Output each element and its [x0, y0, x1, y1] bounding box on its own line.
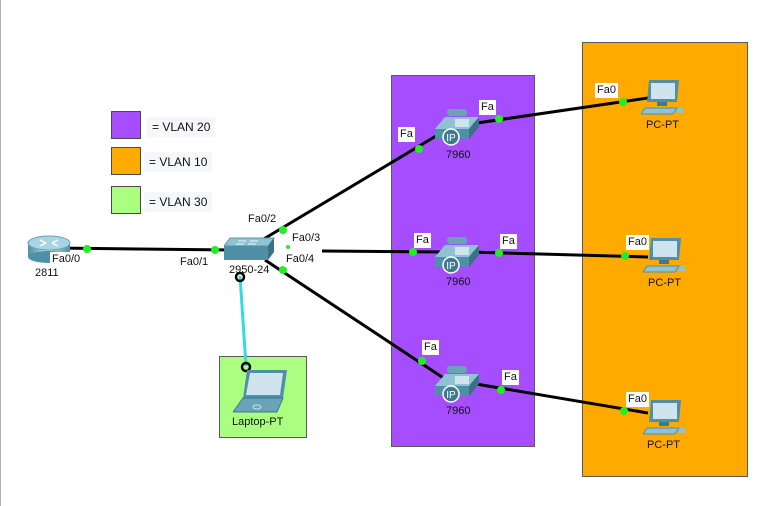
pc-icon[interactable] — [643, 398, 687, 438]
legend-swatch-vlan20 — [111, 111, 141, 139]
legend-swatch-vlan30 — [111, 186, 141, 214]
port-light-phone3-in — [418, 357, 426, 365]
canvas-edge — [0, 0, 1, 506]
phone-label: 7960 — [446, 276, 471, 288]
port-light-phone2-out — [495, 249, 503, 257]
ip-badge: IP — [446, 133, 456, 144]
port-light-phone3-out — [497, 386, 505, 394]
port-light-switch-fa01 — [211, 246, 219, 254]
laptop-icon[interactable] — [233, 368, 289, 414]
port-label-pc3: Fa0 — [626, 392, 649, 407]
ip-badge: IP — [446, 261, 456, 272]
legend-label-vlan20: = VLAN 20 — [147, 117, 216, 137]
link-switch-phone3[interactable] — [264, 258, 449, 383]
switch-icon[interactable] — [224, 236, 280, 262]
port-light-switch-fa02 — [279, 226, 287, 234]
port-label-phone3-out: Fa — [502, 370, 519, 385]
legend-label-vlan30: = VLAN 30 — [144, 192, 213, 212]
ip-phone-icon[interactable]: IP — [431, 107, 481, 147]
console-port-laptop — [240, 361, 252, 373]
port-light-phone2-in — [409, 248, 417, 256]
port-light-switch-fa03 — [286, 245, 290, 249]
phone-label: 7960 — [446, 405, 471, 417]
pc-label: PC-PT — [647, 439, 680, 451]
console-port-switch — [234, 271, 246, 283]
pc-icon[interactable] — [643, 236, 687, 276]
port-light-pc1 — [619, 98, 627, 106]
pc-label: PC-PT — [648, 277, 681, 289]
port-light-pc3 — [620, 407, 628, 415]
vlan30-zone[interactable] — [219, 356, 307, 438]
port-label-switch-fa01: Fa0/1 — [180, 256, 209, 268]
legend-label-vlan10: = VLAN 10 — [144, 152, 213, 172]
console-link-switch-laptop[interactable] — [238, 275, 248, 367]
port-label-phone1-in: Fa — [398, 127, 415, 142]
ip-phone-icon[interactable]: IP — [431, 235, 481, 275]
port-light-pc2 — [621, 252, 629, 260]
ip-badge: IP — [446, 390, 456, 401]
port-label-pc1: Fa0 — [595, 83, 618, 98]
ip-phone-icon[interactable]: IP — [431, 364, 481, 404]
switch-label: 2950-24 — [229, 264, 270, 276]
laptop-label: Laptop-PT — [232, 416, 284, 428]
port-label-phone1-out: Fa — [479, 100, 496, 115]
legend-swatch-vlan10 — [111, 147, 141, 175]
port-light-switch-fa04 — [279, 266, 287, 274]
link-switch-phone2[interactable] — [321, 249, 445, 254]
port-label-router-fa00: Fa0/0 — [50, 252, 83, 267]
port-label-phone2-out: Fa — [500, 234, 517, 249]
port-light-router-fa00 — [83, 245, 91, 253]
port-light-phone1-in — [415, 145, 423, 153]
phone-label: 7960 — [446, 149, 471, 161]
port-label-switch-fa04: Fa0/4 — [284, 252, 317, 267]
pc-label: PC-PT — [646, 119, 679, 131]
port-label-phone2-in: Fa — [414, 233, 431, 248]
port-label-switch-fa02: Fa0/2 — [248, 213, 277, 225]
pc-icon[interactable] — [641, 78, 685, 118]
port-label-phone3-in: Fa — [422, 340, 439, 355]
port-label-switch-fa03: Fa0/3 — [290, 231, 323, 246]
router-label: 2811 — [35, 267, 59, 279]
port-label-pc2: Fa0 — [626, 235, 649, 250]
link-router-switch[interactable] — [54, 246, 233, 252]
port-light-phone1-out — [495, 115, 503, 123]
